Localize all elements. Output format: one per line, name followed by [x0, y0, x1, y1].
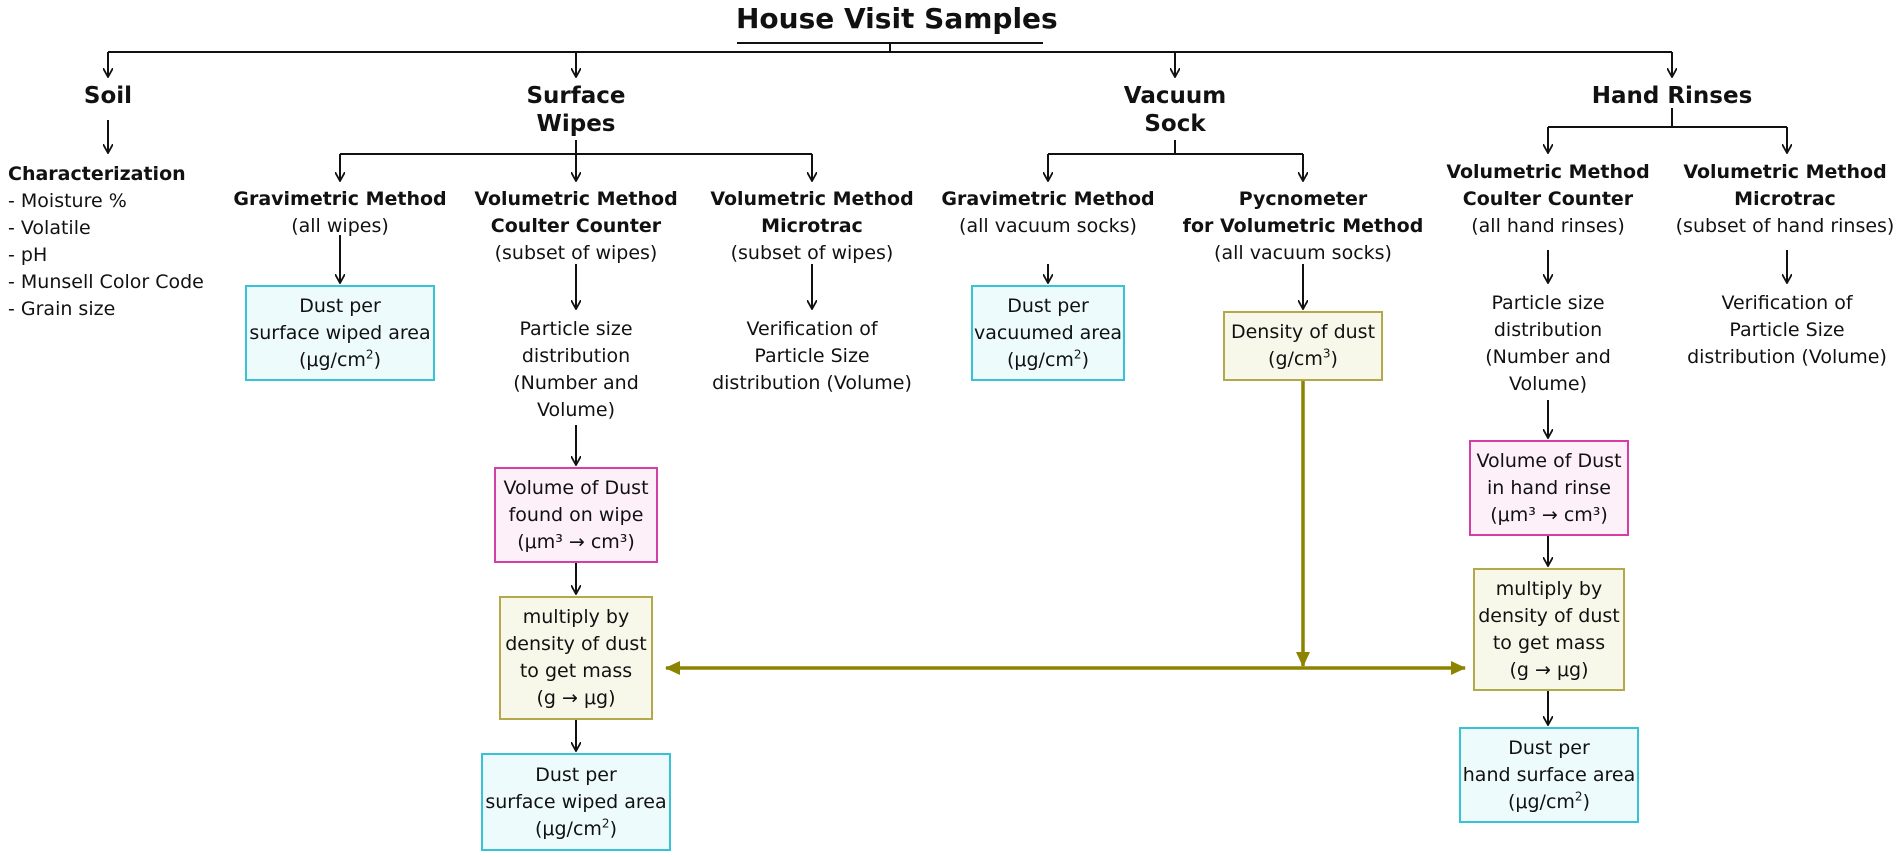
category-soil: Soil	[83, 83, 133, 109]
hands-microtrac-method: Volumetric Method Microtrac (subset of h…	[1675, 161, 1895, 237]
wipes-volume-box: Volume of Dust found on wipe (μm³ → cm³)	[494, 467, 658, 563]
wipes-coulter-method: Volumetric Method Coulter Counter (subse…	[474, 188, 678, 264]
wipes-multiply-box: multiply by density of dust to get mass …	[499, 596, 653, 720]
hands-multiply-box: multiply by density of dust to get mass …	[1473, 568, 1625, 691]
hands-final-result-box: Dust per hand surface area (μg/cm2)	[1459, 727, 1639, 823]
vacuum-gravimetric-result-box: Dust per vacuumed area (μg/cm2)	[971, 285, 1125, 381]
hands-volume-box: Volume of Dust in hand rinse (μm³ → cm³)	[1469, 440, 1629, 536]
vacuum-branch-line	[1048, 140, 1303, 155]
vacuum-pycnometer-method: Pycnometer for Volumetric Method (all va…	[1182, 188, 1424, 264]
wipes-branch-line	[340, 140, 812, 155]
hands-verification: Verification of Particle Size distributi…	[1687, 292, 1887, 368]
vacuum-gravimetric-method: Gravimetric Method (all vacuum socks)	[941, 188, 1155, 237]
wipes-gravimetric-method: Gravimetric Method (all wipes)	[233, 188, 447, 237]
category-surface-wipes: Surface Wipes	[526, 83, 626, 137]
category-hand-rinses: Hand Rinses	[1591, 83, 1753, 109]
wipes-microtrac-method: Volumetric Method Microtrac (subset of w…	[710, 188, 914, 264]
title-underline	[737, 42, 1043, 44]
soil-characterization: Characterization - Moisture % - Volatile…	[8, 163, 204, 320]
wipes-particle-size-distribution: Particle size distribution (Number and V…	[513, 318, 639, 421]
hands-particle-size-distribution: Particle size distribution (Number and V…	[1485, 292, 1611, 395]
diagram-title: House Visit Samples	[736, 2, 1058, 35]
wipes-gravimetric-result-box: Dust per surface wiped area (μg/cm2)	[245, 285, 435, 381]
hands-coulter-method: Volumetric Method Coulter Counter (all h…	[1446, 161, 1650, 237]
category-vacuum-sock: Vacuum Sock	[1123, 83, 1227, 137]
wipes-verification: Verification of Particle Size distributi…	[712, 318, 912, 394]
wipes-final-result-box: Dust per surface wiped area (μg/cm2)	[481, 753, 671, 851]
hands-branch-line	[1548, 108, 1787, 128]
vacuum-density-box: Density of dust (g/cm3)	[1223, 311, 1383, 381]
